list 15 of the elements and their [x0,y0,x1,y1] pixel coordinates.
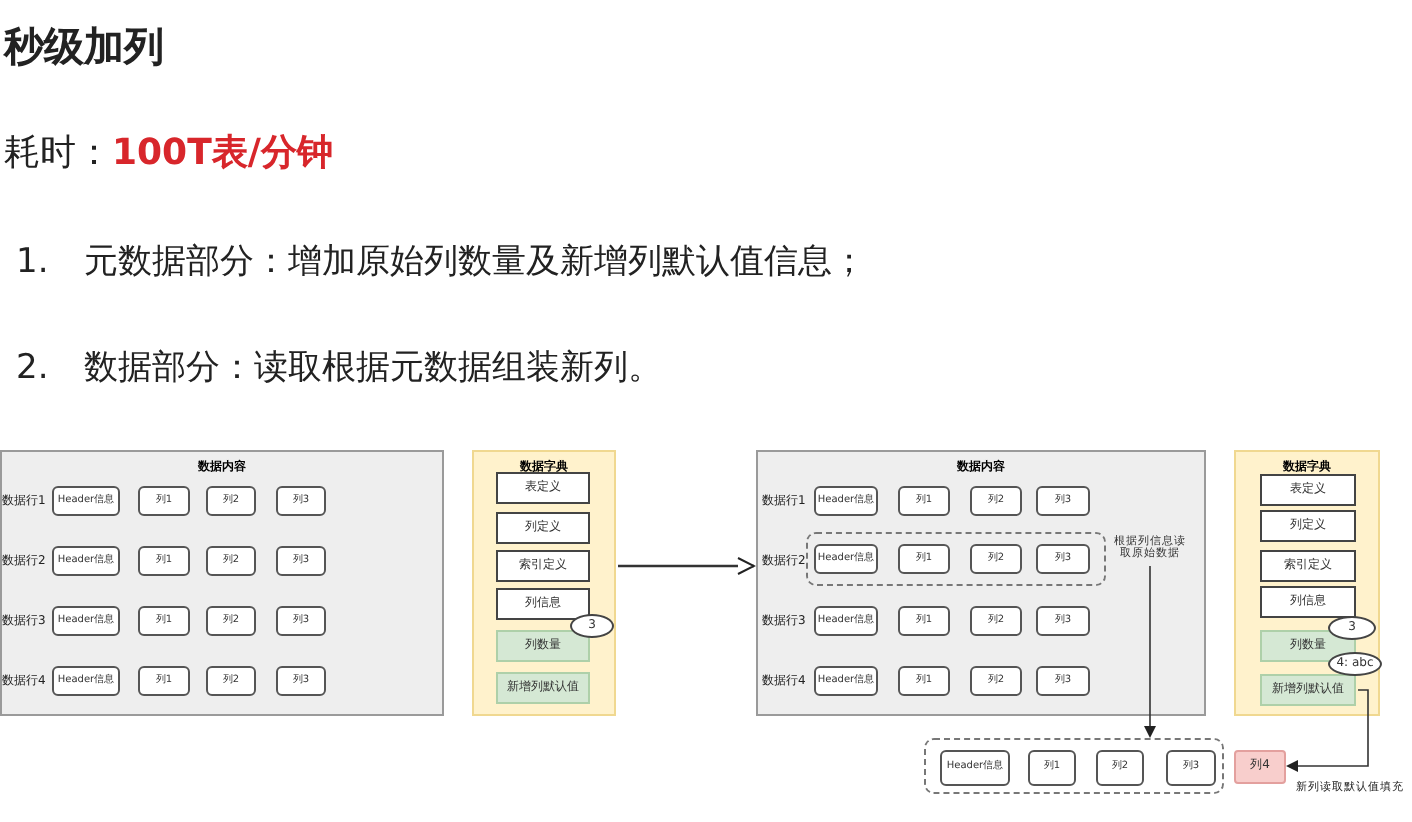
dashed-group-outline [806,532,1106,586]
data-content-panel [0,450,444,716]
arrow [618,557,755,575]
list-number: 2. [16,348,49,388]
dictionary-panel [472,450,616,716]
dashed-group-outline [924,738,1224,794]
dictionary-panel [1234,450,1380,716]
list-item: 元数据部分：增加原始列数量及新增列默认值信息； [84,240,866,284]
timing-text: 耗时：100T表/分钟 [4,130,333,176]
slide-title: 秒级加列 [4,20,164,74]
arrow [1144,565,1156,738]
data-content-panel [756,450,1206,716]
list-number: 1. [16,242,49,282]
arrow [1286,689,1369,772]
list-item: 数据部分：读取根据元数据组装新列。 [84,346,662,390]
